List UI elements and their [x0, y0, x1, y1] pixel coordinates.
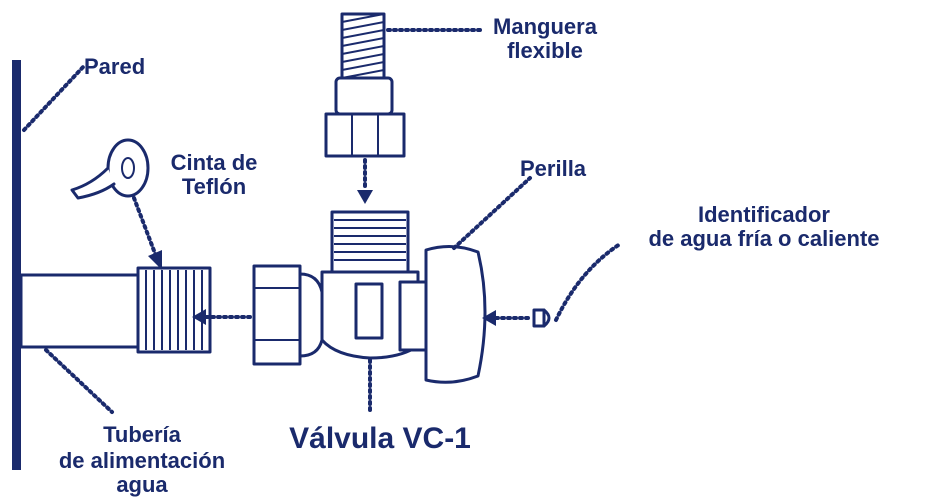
label-identificador-2: de agua fría o caliente: [648, 226, 879, 251]
leader-lines: [22, 28, 622, 416]
label-perilla: Perilla: [520, 156, 587, 181]
teflon-tape-icon: [70, 138, 150, 200]
supply-pipe: [19, 266, 212, 354]
label-valvula: Válvula VC-1: [289, 422, 471, 455]
label-tuberia-2: de alimentación: [59, 448, 225, 473]
arrow-down-icon: [357, 190, 373, 204]
label-manguera-1: Manguera: [493, 14, 598, 39]
label-tuberia-3: agua: [116, 472, 168, 497]
label-identificador-1: Identificador: [698, 202, 830, 227]
indicator-cap-icon: [532, 308, 551, 328]
label-cinta-1: Cinta de: [171, 150, 258, 175]
valve-vc1: [252, 210, 436, 366]
arrow-left-icon: [192, 309, 206, 325]
arrow-heads: [148, 190, 496, 326]
label-tuberia-1: Tubería: [103, 422, 182, 447]
label-manguera-2: flexible: [507, 38, 583, 63]
flexible-hose: [324, 12, 406, 158]
arrow-down-icon: [148, 250, 162, 270]
label-cinta-2: Teflón: [182, 174, 246, 199]
wall: [12, 60, 21, 470]
arrow-left-icon: [482, 310, 496, 326]
knob: [424, 245, 487, 384]
label-pared: Pared: [84, 54, 145, 79]
